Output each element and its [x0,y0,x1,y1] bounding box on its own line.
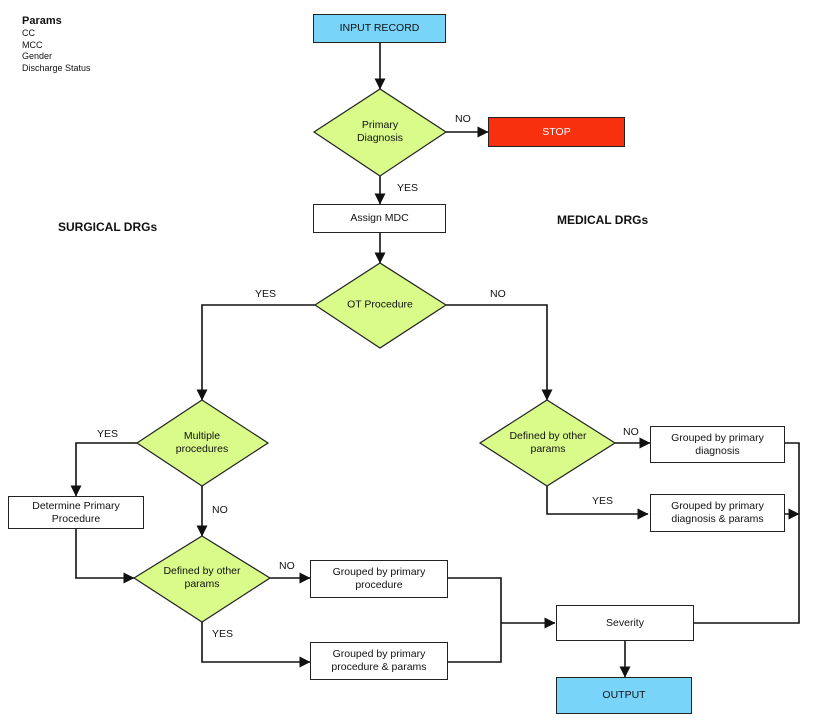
grouped-by-primary-diagnosis-line: Grouped by primary [671,431,764,444]
decision-ot-procedure [313,262,448,349]
edge-label-no: NO [455,113,471,125]
edge-label-yes: YES [255,288,277,300]
primary-diagnosis-line: Primary [361,119,399,131]
edge-grouped-procedure-to-severity [448,577,555,663]
defined-by-other-params-line: Defined by other [509,430,587,442]
edge-determine-to-defined-surgical [75,529,135,584]
edge-label-yes: YES [212,628,234,640]
grouped-by-primary-diagnosis-params-node: Grouped by primary diagnosis & params [650,494,785,532]
assign-mdc-label: Assign MDC [350,212,409,224]
decision-defined-by-other-params-medical [478,399,617,487]
input-record-node: INPUT RECORD [313,14,446,43]
decision-defined-by-other-params-surgical [132,535,272,623]
grouped-by-primary-diagnosis-params-line: diagnosis & params [671,513,764,525]
edge-label-yes: YES [397,182,419,194]
defined-by-other-params-line: params [530,443,566,455]
defined-by-other-params-surgical-label: Defined by other params [163,565,240,591]
edge-label-no: NO [212,504,228,516]
edge-ot-procedure-to-defined-medical [446,304,553,401]
determine-primary-procedure-node: Determine Primary Procedure [8,496,144,529]
multiple-procedures-line: Multiple [183,430,221,442]
grouped-by-primary-procedure-line: Grouped by primary [332,566,426,578]
determine-primary-procedure-line: Determine Primary [32,499,120,512]
grouped-by-primary-procedure-params-line: Grouped by primary [332,648,426,660]
defined-by-other-params-medical-label: Defined by other params [509,430,586,456]
edge-ot-procedure-to-multiple [196,304,315,401]
severity-label: Severity [606,616,644,629]
grouped-by-primary-procedure-line: procedure [355,579,403,591]
params-item: MCC [22,39,43,50]
defined-by-other-params-line: params [184,578,220,590]
stop-node: STOP [488,117,625,147]
medical-drgs-heading: MEDICAL DRGs [557,213,649,227]
grouped-by-primary-procedure-params-node: Grouped by primary procedure & params [310,642,448,680]
multiple-procedures-label: Multiple procedures [176,430,229,456]
grouped-by-primary-diagnosis-node: Grouped by primary diagnosis [650,426,785,463]
determine-primary-procedure-line: Procedure [51,512,101,525]
surgical-drgs-heading: SURGICAL DRGs [58,220,158,234]
grouped-by-primary-procedure-params-line: procedure & params [331,661,427,673]
params-item: Discharge Status [22,62,91,73]
grouped-by-primary-diagnosis-line: diagnosis [695,444,740,457]
grouped-by-primary-diagnosis-params-line: Grouped by primary [671,500,764,512]
edge-defined-medical-to-grouped-diagnosis-params [546,486,649,520]
output-node: OUTPUT [556,677,692,714]
severity-node: Severity [556,605,694,641]
defined-by-other-params-line: Defined by other [163,565,241,577]
params-item: CC [22,28,35,38]
output-label: OUTPUT [602,689,646,701]
grouped-by-primary-procedure-node: Grouped by primary procedure [310,560,448,598]
edge-label-no: NO [623,426,639,438]
params-item: Gender [22,51,53,61]
primary-diagnosis-label: Primary Diagnosis [357,119,403,145]
assign-mdc-node: Assign MDC [313,204,446,233]
edge-defined-surgical-to-grouped-procedure-params [201,622,311,668]
params-legend: Params CC MCC Gender Discharge Status [22,14,91,74]
multiple-procedures-line: procedures [175,443,229,455]
ot-procedure-label: OT Procedure [347,298,413,311]
decision-primary-diagnosis [312,88,448,177]
edge-label-no: NO [490,288,506,300]
params-title: Params [22,15,62,27]
input-record-label: INPUT RECORD [339,22,420,34]
edge-multiple-to-determine [70,442,137,497]
edge-label-yes: YES [97,428,119,440]
decision-multiple-procedures [135,399,270,487]
edge-label-no: NO [279,560,295,572]
stop-label: STOP [542,125,571,138]
primary-diagnosis-line: Diagnosis [356,132,404,144]
edge-grouped-diagnosis-to-severity [694,442,799,624]
edge-label-yes: YES [592,495,614,507]
